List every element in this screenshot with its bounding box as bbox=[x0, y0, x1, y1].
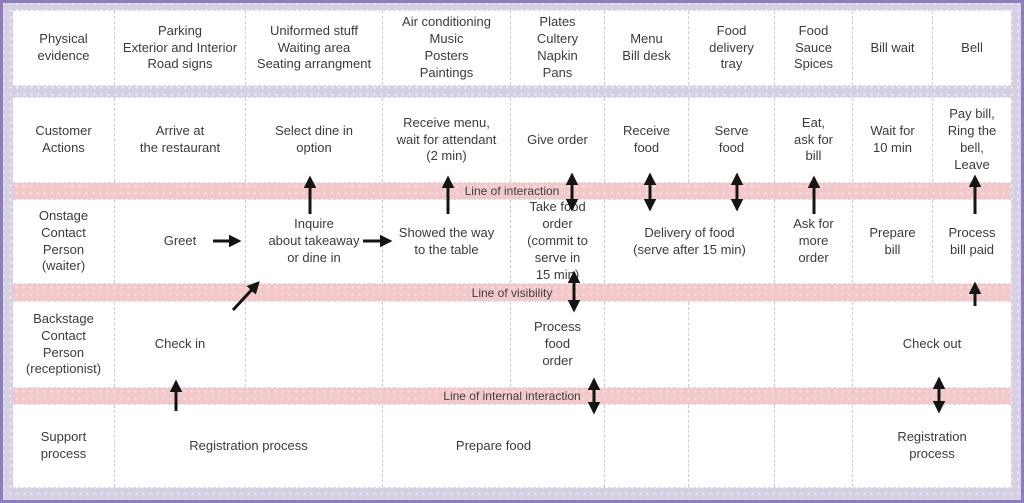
line-of-internal-interaction-band: Line of internal interaction bbox=[13, 388, 1011, 404]
onstage-cell: Delivery of food (serve after 15 min) bbox=[605, 200, 775, 283]
line-of-visibility-band: Line of visibility bbox=[13, 284, 1011, 301]
empty-cell bbox=[383, 302, 511, 387]
row-label-support-process: Support process bbox=[13, 405, 115, 487]
customer-action-cell: Receive food bbox=[605, 98, 689, 182]
customer-action-cell: Pay bill, Ring the bell, Leave bbox=[947, 106, 997, 172]
support-cell: Registration process bbox=[897, 429, 967, 461]
support-cell: Registration process bbox=[115, 405, 383, 487]
empty-cell bbox=[605, 405, 689, 487]
physical-evidence-cell: Parking Exterior and Interior Road signs bbox=[115, 11, 246, 85]
customer-action-cell: Wait for 10 min bbox=[853, 98, 933, 182]
physical-evidence-cell: Plates Cultery Napkin Pans bbox=[511, 11, 605, 85]
physical-evidence-cell: Food Sauce Spices bbox=[775, 11, 853, 85]
customer-action-cell: Select dine in option bbox=[246, 98, 383, 182]
onstage-cell: Take food order (commit to serve in 15 m… bbox=[511, 199, 605, 283]
physical-evidence-cell: Air conditioning Music Posters Paintings bbox=[383, 11, 511, 85]
line-of-visibility-label: Line of visibility bbox=[471, 285, 553, 300]
customer-action-cell: Arrive at the restaurant bbox=[115, 98, 246, 182]
physical-evidence-cell: Food delivery tray bbox=[689, 11, 775, 85]
row-physical-evidence: Physical evidence Parking Exterior and I… bbox=[13, 10, 1011, 86]
row-label-physical-evidence: Physical evidence bbox=[13, 11, 115, 85]
onstage-cell: Prepare bill bbox=[853, 200, 933, 283]
customer-action-cell: Serve food bbox=[689, 98, 775, 182]
row-customer-actions: Customer Actions Arrive at the restauran… bbox=[13, 97, 1011, 183]
physical-evidence-cell: Uniformed stuff Waiting area Seating arr… bbox=[246, 11, 383, 85]
empty-cell bbox=[605, 302, 689, 387]
empty-cell bbox=[775, 405, 853, 487]
onstage-cell: Showed the way to the table bbox=[383, 200, 511, 283]
onstage-cell: Inquire about takeaway or dine in bbox=[246, 200, 383, 283]
empty-cell bbox=[775, 302, 853, 387]
row-onstage-contact: Onstage Contact Person (waiter) Greet In… bbox=[13, 199, 1011, 284]
backstage-cell: Check out bbox=[902, 336, 962, 352]
empty-cell bbox=[689, 405, 775, 487]
row-backstage-contact: Backstage Contact Person (receptionist) … bbox=[13, 301, 1011, 388]
onstage-cell: Greet bbox=[115, 200, 246, 283]
empty-cell bbox=[246, 302, 383, 387]
row-support-process: Support process Registration process Pre… bbox=[13, 404, 1011, 488]
row-label-customer-actions: Customer Actions bbox=[13, 98, 115, 182]
customer-action-cell: Give order bbox=[511, 98, 605, 182]
physical-evidence-cell: Bell bbox=[961, 39, 983, 55]
line-of-interaction-label: Line of interaction bbox=[464, 184, 560, 198]
onstage-cell: Process bill paid bbox=[948, 224, 996, 257]
backstage-cell: Process food order bbox=[511, 302, 605, 387]
empty-cell bbox=[689, 302, 775, 387]
row-label-backstage-contact: Backstage Contact Person (receptionist) bbox=[13, 302, 115, 387]
physical-evidence-cell: Bill wait bbox=[853, 11, 933, 85]
row-label-onstage-contact: Onstage Contact Person (waiter) bbox=[13, 200, 115, 283]
backstage-cell: Check in bbox=[115, 302, 246, 387]
onstage-cell: Ask for more order bbox=[775, 200, 853, 283]
line-of-internal-interaction-label: Line of internal interaction bbox=[443, 389, 581, 403]
line-of-interaction-band: Line of interaction bbox=[13, 183, 1011, 199]
physical-evidence-cell: Menu Bill desk bbox=[605, 11, 689, 85]
support-cell: Prepare food bbox=[383, 405, 605, 487]
customer-action-cell: Eat, ask for bill bbox=[775, 98, 853, 182]
customer-action-cell: Receive menu, wait for attendant (2 min) bbox=[383, 98, 511, 182]
